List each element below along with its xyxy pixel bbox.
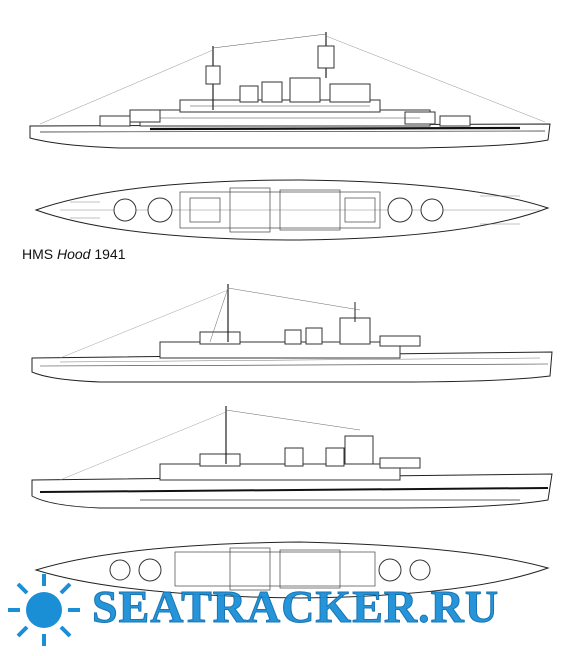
caption-prefix: HMS: [22, 246, 57, 262]
ship-plan-drawing-2: [0, 540, 582, 600]
ship-profile-drawing-1: [0, 28, 582, 160]
drawing-caption: HMS Hood 1941: [22, 246, 126, 262]
caption-ship-name: Hood: [57, 246, 91, 262]
ship-profile-drawing-3: [0, 400, 582, 520]
sun-rays-icon: [8, 574, 80, 646]
ship-profile-drawing-2: [0, 282, 582, 390]
caption-year: 1941: [94, 246, 126, 262]
ship-plan-drawing-1: [0, 176, 582, 246]
watermark-text: SEATRACKER.RU: [91, 581, 500, 633]
watermark: [0, 570, 582, 656]
